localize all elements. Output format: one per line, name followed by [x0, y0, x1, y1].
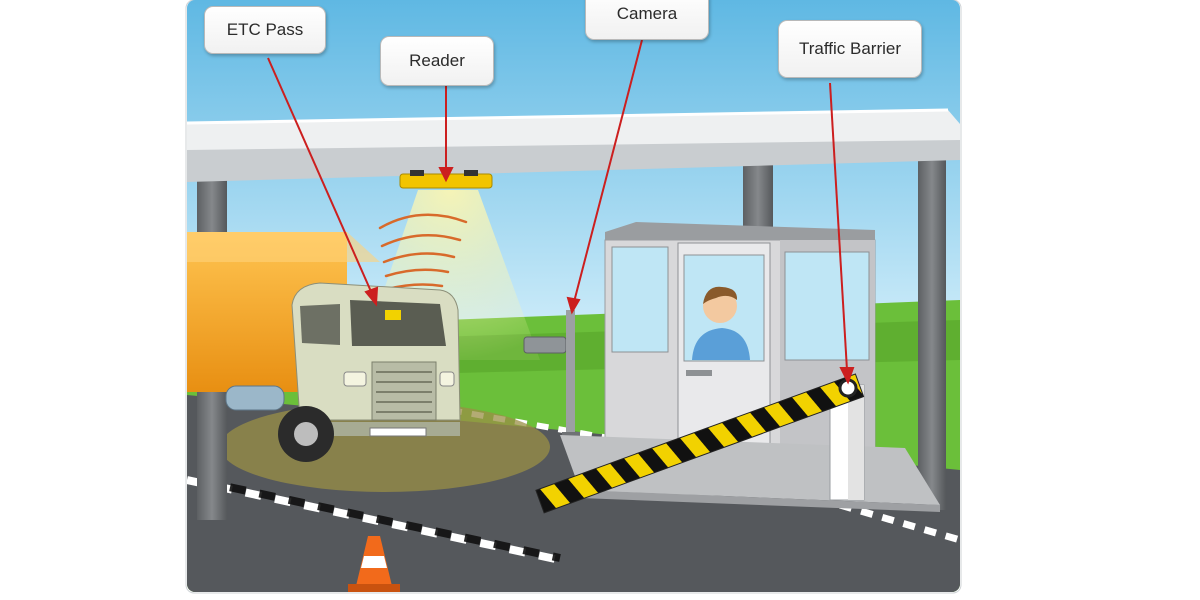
- etc-pass-label: ETC Pass: [204, 6, 326, 54]
- traffic-cone: [348, 536, 400, 592]
- right-pole: [918, 150, 946, 510]
- traffic-barrier-arm: [535, 373, 865, 514]
- truck: [187, 232, 461, 462]
- booth-left-window: [611, 246, 669, 353]
- canopy-front: [187, 140, 960, 182]
- arrow-camera: [573, 39, 643, 303]
- booth-operator: [692, 286, 750, 360]
- back-pole: [743, 160, 773, 230]
- arrow-traffic-barrier: [829, 82, 848, 371]
- camera-device: [523, 310, 580, 438]
- traffic-barrier-label: Traffic Barrier: [778, 20, 922, 78]
- booth-right-window: [784, 251, 870, 361]
- canopy-edge: [187, 108, 949, 125]
- camera-label: Camera: [585, 0, 709, 40]
- pointer-arrows: [267, 39, 855, 385]
- reader-label: Reader: [380, 36, 494, 86]
- arrow-etc-pass: [267, 57, 374, 297]
